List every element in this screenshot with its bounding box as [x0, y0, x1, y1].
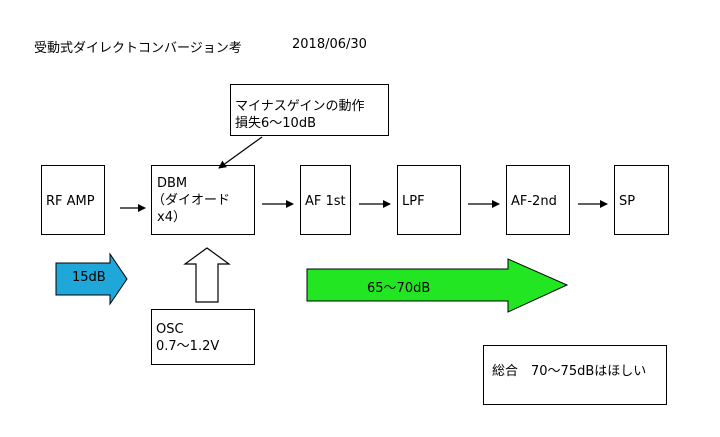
rf-gain-arrow: [55, 252, 128, 306]
af-1st-block: AF 1st: [300, 165, 351, 235]
dbm-block: DBM （ダイオード x4）: [151, 165, 255, 235]
af-gain-label: 65～70dB: [367, 281, 431, 296]
diagram-date: 2018/06/30: [292, 37, 367, 52]
lpf-label: LPF: [402, 194, 425, 209]
note-pointer-arrow: [218, 136, 263, 169]
total-label: 総合 70～75dBはほしい: [492, 364, 647, 379]
lpf-block: LPF: [397, 165, 461, 235]
af-2nd-block: AF-2nd: [506, 165, 570, 235]
dbm-label-2: （ダイオード: [152, 193, 231, 208]
af-2nd-label: AF-2nd: [511, 194, 557, 209]
osc-label-2: 0.7～1.2V: [156, 339, 220, 354]
osc-up-arrow: [183, 247, 231, 303]
note-box: マイナスゲインの動作 損失6～10dB: [230, 84, 389, 136]
osc-label-1: OSC: [156, 322, 184, 337]
dbm-label-3: x4）: [157, 210, 186, 225]
sp-block: SP: [614, 165, 669, 235]
note-line-2: 損失6～10dB: [235, 116, 316, 131]
rf-gain-label: 15dB: [72, 270, 106, 285]
note-line-1: マイナスゲインの動作: [235, 99, 365, 114]
sp-label: SP: [619, 194, 636, 209]
af-gain-arrow: [306, 258, 569, 313]
osc-block: OSC 0.7～1.2V: [151, 309, 255, 365]
total-box: 総合 70～75dBはほしい: [483, 345, 667, 405]
dbm-label-1: DBM: [157, 176, 188, 191]
diagram-title: 受動式ダイレクトコンバージョン考: [34, 41, 242, 56]
af-1st-label: AF 1st: [305, 194, 346, 209]
rf-amp-label: RF AMP: [46, 194, 95, 209]
rf-amp-block: RF AMP: [41, 165, 105, 235]
